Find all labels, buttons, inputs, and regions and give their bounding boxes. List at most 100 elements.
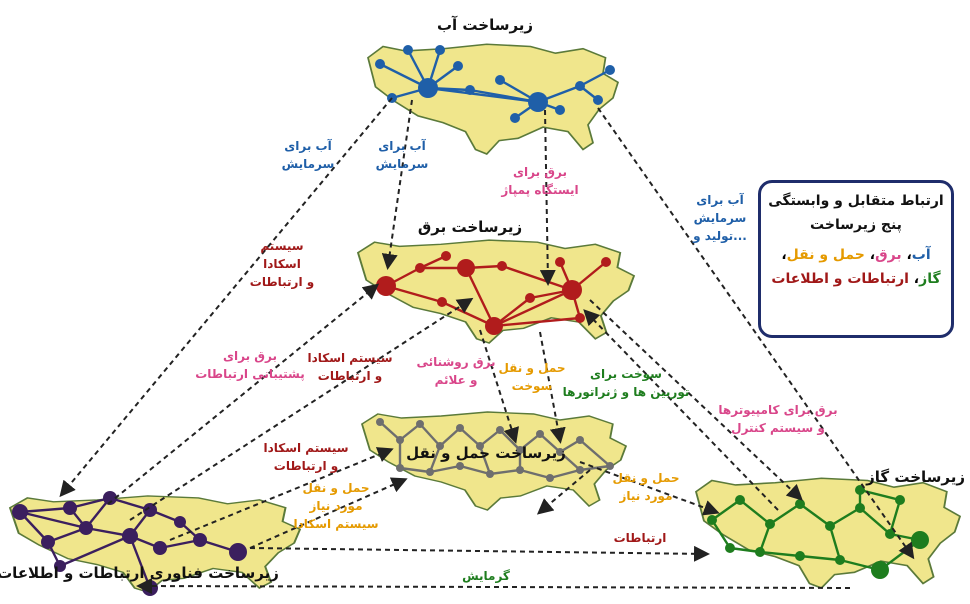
arrow-water-ict [59, 97, 393, 498]
legend-sep: ، [781, 247, 787, 263]
label-line: توربین ها و ژنراتورها [563, 385, 690, 400]
label-comms: ارتباطات [614, 531, 667, 545]
network-node [555, 257, 565, 267]
network-node [606, 462, 614, 470]
network-link [579, 464, 611, 472]
label-line: آب برای [284, 138, 332, 153]
network-link [799, 554, 841, 562]
network-node [396, 464, 404, 472]
arrow-power-transport [479, 329, 519, 444]
network-link [710, 519, 732, 549]
network-node [63, 501, 77, 515]
arrow-power-water [539, 109, 556, 286]
network-node [143, 503, 157, 517]
network-node [525, 293, 535, 303]
network-link [519, 468, 551, 480]
legend-box: ارتباط متقابل و وابستگی پنج زیرساخت آب، … [758, 180, 954, 338]
label-line: و ارتباطات [250, 275, 314, 290]
network-node [436, 442, 444, 450]
label-line: حمل و نقل [612, 471, 679, 486]
arrow-water-gas [597, 107, 915, 560]
network-node [465, 85, 475, 95]
label-line: و ارتباطات [318, 369, 382, 384]
arrow-gas-ict [136, 578, 851, 595]
legend-transport: حمل و نقل [786, 247, 865, 263]
network-link [428, 445, 442, 473]
network-node [555, 105, 565, 115]
network-link [464, 267, 496, 327]
label-line: سوخت [512, 379, 553, 394]
label-line: سیستم [260, 239, 303, 253]
network-link [459, 464, 491, 476]
power-title: زیرساخت برق [418, 218, 522, 236]
network-node [41, 535, 55, 549]
arrow-power-ict [129, 297, 474, 521]
legend-sep: ، [908, 271, 920, 287]
label-water-cool-2: آب برای سرمایش [376, 138, 429, 171]
network-node [510, 113, 520, 123]
network-link [888, 499, 902, 535]
label-line: پشتیبانی ارتباطات [195, 367, 305, 381]
arrow-power-gas [589, 299, 803, 501]
water-title: زیرساخت آب [437, 16, 533, 34]
network-node [415, 263, 425, 273]
network-node [871, 561, 889, 579]
legend-line-3: آب، برق، حمل و نقل، [761, 247, 951, 263]
network-node [396, 436, 404, 444]
network-node [795, 551, 805, 561]
network-node [476, 442, 484, 450]
label-line: اسکادا [263, 257, 301, 271]
network-link [828, 525, 842, 561]
network-link [739, 499, 771, 525]
network-link [478, 445, 492, 475]
network-link [19, 510, 87, 530]
network-node [485, 317, 503, 335]
network-node [593, 95, 603, 105]
network-link [399, 423, 421, 441]
network-link [559, 451, 581, 471]
network-node [911, 531, 929, 549]
arrow-transport-gas [579, 461, 720, 516]
network-link [441, 300, 495, 328]
network-node [174, 516, 186, 528]
network-node [376, 418, 384, 426]
network-node [416, 420, 424, 428]
arrow-ict-power [107, 283, 380, 505]
network-link [493, 288, 573, 328]
network-node [795, 499, 805, 509]
network-node [486, 470, 494, 478]
label-transport-needs-2: حمل و نقل مورد نیاز [612, 471, 679, 504]
power-network [376, 251, 611, 335]
label-line: سرمایش [694, 211, 747, 225]
network-node [418, 78, 438, 98]
network-node [103, 491, 117, 505]
arrow-water-power [381, 99, 413, 270]
network-node [855, 503, 865, 513]
network-node [497, 261, 507, 271]
network-node [403, 45, 413, 55]
ict-title: زیرساخت فناوری ارتباطات و اطلاعات [0, 564, 279, 582]
network-node [441, 251, 451, 261]
network-node [576, 436, 584, 444]
network-node [456, 462, 464, 470]
label-line: آب برای [378, 138, 426, 153]
gas-title: زیرساخت گاز [865, 468, 965, 486]
legend-line-4: گاز، ارتباطات و اطلاعات [761, 271, 951, 287]
network-link [469, 88, 539, 104]
label-line: مورد نیاز [618, 489, 672, 504]
network-link [829, 506, 861, 528]
network-node [546, 474, 554, 482]
legend-water: آب [911, 247, 931, 263]
network-node [229, 543, 247, 561]
network-link [799, 503, 831, 527]
legend-sep: ، [901, 247, 912, 263]
label-line: و سیستم کنترل [731, 421, 825, 436]
network-link [759, 550, 801, 558]
arrow-transport-down [536, 469, 591, 515]
network-node [153, 541, 167, 555]
network-node [435, 45, 445, 55]
label-line: سرمایش [376, 157, 429, 171]
